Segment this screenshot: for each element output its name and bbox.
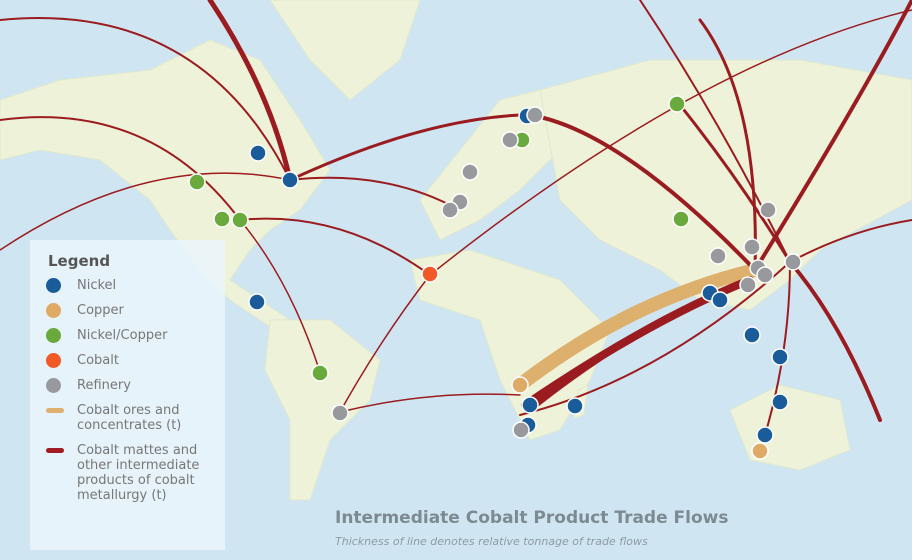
nickel-copper-site-marker bbox=[213, 210, 231, 228]
nickel-site-marker bbox=[248, 293, 266, 311]
legend-dot-icon bbox=[46, 378, 61, 393]
matte-flow-line bbox=[0, 172, 291, 251]
legend-item: Copper bbox=[46, 303, 209, 318]
refinery-site-marker bbox=[512, 421, 530, 439]
legend-label: Cobalt bbox=[77, 353, 119, 368]
matte-flow-line bbox=[239, 219, 321, 373]
matte-flow-line bbox=[528, 113, 757, 272]
matte-flow-line bbox=[527, 292, 723, 413]
nickel-site-marker bbox=[771, 348, 789, 366]
legend-item: Cobalt bbox=[46, 353, 209, 368]
copper-site-marker bbox=[511, 376, 529, 394]
legend-label: Nickel bbox=[77, 278, 117, 293]
nickel-copper-site-marker bbox=[188, 173, 206, 191]
legend-line-icon bbox=[46, 408, 64, 413]
south-america bbox=[264, 319, 381, 501]
matte-flow-line bbox=[789, 219, 912, 263]
legend-label: Refinery bbox=[77, 378, 131, 393]
legend-label: Cobalt mattes and other intermediate pro… bbox=[77, 443, 200, 503]
matte-flow-line bbox=[0, 116, 241, 221]
refinery-site-marker bbox=[739, 276, 757, 294]
matte-flow-line bbox=[698, 18, 757, 272]
map-title: Intermediate Cobalt Product Trade Flows bbox=[335, 508, 729, 528]
matte-flow-line bbox=[639, 0, 791, 263]
refinery-site-marker bbox=[784, 253, 802, 271]
matte-flow-line bbox=[339, 393, 521, 413]
matte-flow-line bbox=[288, 113, 522, 182]
nickel-site-marker bbox=[711, 291, 729, 309]
nickel-site-marker bbox=[771, 393, 789, 411]
cobalt-site-marker bbox=[421, 265, 439, 283]
legend-dot-icon bbox=[46, 353, 61, 368]
nickel-site-marker bbox=[521, 396, 539, 414]
refinery-site-marker bbox=[331, 404, 349, 422]
legend-dot-icon bbox=[46, 328, 61, 343]
legend-item: Nickel/Copper bbox=[46, 328, 209, 343]
legend-line-icon bbox=[46, 448, 64, 453]
refinery-site-marker bbox=[526, 106, 544, 124]
copper-site-marker bbox=[751, 442, 769, 460]
legend-label: Nickel/Copper bbox=[77, 328, 168, 343]
refinery-site-marker bbox=[756, 266, 774, 284]
legend-heading: Legend bbox=[48, 252, 111, 270]
legend-item: Cobalt mattes and other intermediate pro… bbox=[46, 443, 209, 503]
matte-flow-line bbox=[207, 0, 293, 183]
matte-flow-line bbox=[289, 176, 451, 206]
matte-flow-line bbox=[339, 274, 431, 413]
matte-flow-line bbox=[429, 9, 912, 276]
ore-flow-line bbox=[513, 263, 762, 392]
refinery-site-marker bbox=[461, 163, 479, 181]
matte-flow-line bbox=[753, 0, 912, 272]
nickel-copper-site-marker bbox=[311, 364, 329, 382]
refinery-site-marker bbox=[759, 201, 777, 219]
matte-flow-line bbox=[788, 260, 882, 422]
australia bbox=[729, 384, 851, 471]
nickel-copper-site-marker bbox=[672, 210, 690, 228]
refinery-site-marker bbox=[709, 247, 727, 265]
legend-label: Copper bbox=[77, 303, 124, 318]
legend-dot-icon bbox=[46, 278, 61, 293]
legend-dot-icon bbox=[46, 303, 61, 318]
nickel-site-marker bbox=[249, 144, 267, 162]
matte-flow-line bbox=[0, 17, 291, 181]
matte-flow-line bbox=[678, 103, 792, 264]
legend-item: Cobalt ores and concentrates (t) bbox=[46, 403, 209, 433]
nickel-copper-site-marker bbox=[668, 95, 686, 113]
legend-item: Refinery bbox=[46, 378, 209, 393]
refinery-site-marker bbox=[501, 131, 519, 149]
matte-flow-line bbox=[239, 217, 431, 276]
nickel-site-marker bbox=[756, 426, 774, 444]
refinery-site-marker bbox=[441, 201, 459, 219]
nickel-site-marker bbox=[281, 171, 299, 189]
africa bbox=[409, 249, 611, 441]
map-subtitle: Thickness of line denotes relative tonna… bbox=[335, 535, 648, 548]
nickel-copper-site-marker bbox=[231, 211, 249, 229]
legend-label: Cobalt ores and concentrates (t) bbox=[77, 403, 182, 433]
site-points bbox=[188, 95, 802, 460]
trade-flows bbox=[0, 0, 912, 436]
nickel-site-marker bbox=[566, 397, 584, 415]
refinery-site-marker bbox=[743, 238, 761, 256]
matte-flow-line bbox=[519, 261, 791, 416]
nickel-site-marker bbox=[743, 326, 761, 344]
legend-item: Nickel bbox=[46, 278, 209, 293]
greenland bbox=[269, 0, 421, 101]
